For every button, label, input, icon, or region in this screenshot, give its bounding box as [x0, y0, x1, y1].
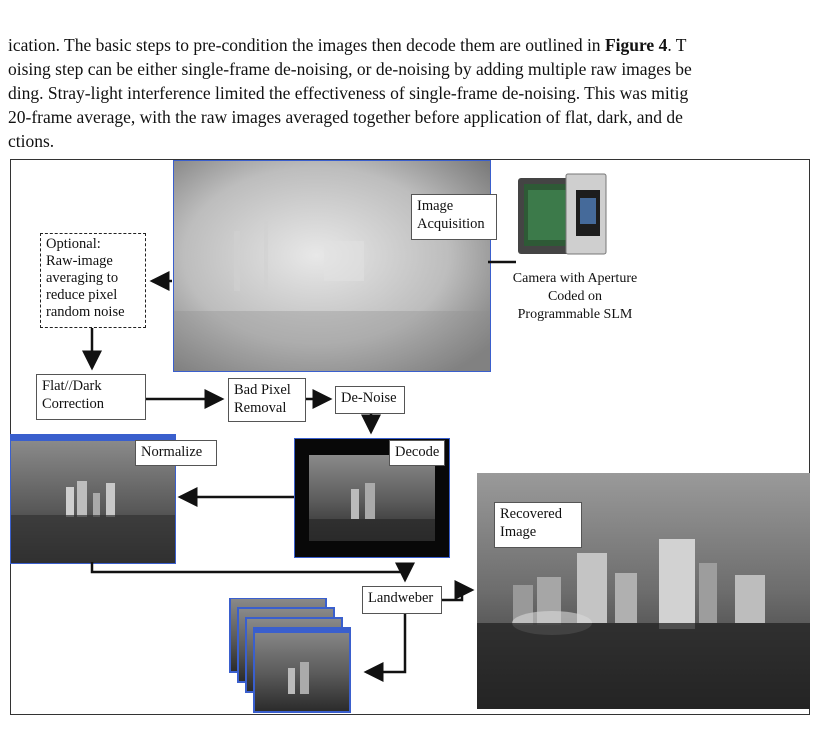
- arrow-landweber-to-recovered: [442, 580, 475, 602]
- paragraph-line-5: ctions.: [8, 131, 55, 151]
- image-acquisition-box: Image Acquisition: [411, 194, 497, 240]
- normalize-box: Normalize: [135, 440, 217, 466]
- flat-dark-correction-box: Flat//Dark Correction: [36, 374, 146, 420]
- figure-reference: Figure 4: [604, 35, 668, 55]
- paragraph-line-3: ding. Stray-light interference limited t…: [8, 83, 689, 103]
- paragraph-line-4: 20-frame average, with the raw images av…: [8, 107, 683, 127]
- landweber-box: Landweber: [362, 586, 442, 614]
- arrow-landweber-to-stack: [363, 614, 407, 682]
- bad-pixel-removal-box: Bad Pixel Removal: [228, 378, 306, 422]
- camera-icon: [516, 172, 610, 258]
- arrow-normalize-to-landweber: [90, 562, 415, 583]
- paragraph-line-1: ication. The basic steps to pre-conditio…: [8, 35, 687, 55]
- camera-caption: Camera with Aperture Coded on Programmab…: [512, 271, 638, 322]
- denoise-box: De-Noise: [335, 386, 405, 414]
- iteration-image-stack: [228, 598, 356, 714]
- paragraph-line-2: oising step can be either single-frame d…: [8, 59, 692, 79]
- decode-box: Decode: [389, 440, 445, 466]
- recovered-image-box: Recovered Image: [494, 502, 582, 548]
- optional-averaging-box: Optional: Raw-image averaging to reduce …: [40, 233, 146, 328]
